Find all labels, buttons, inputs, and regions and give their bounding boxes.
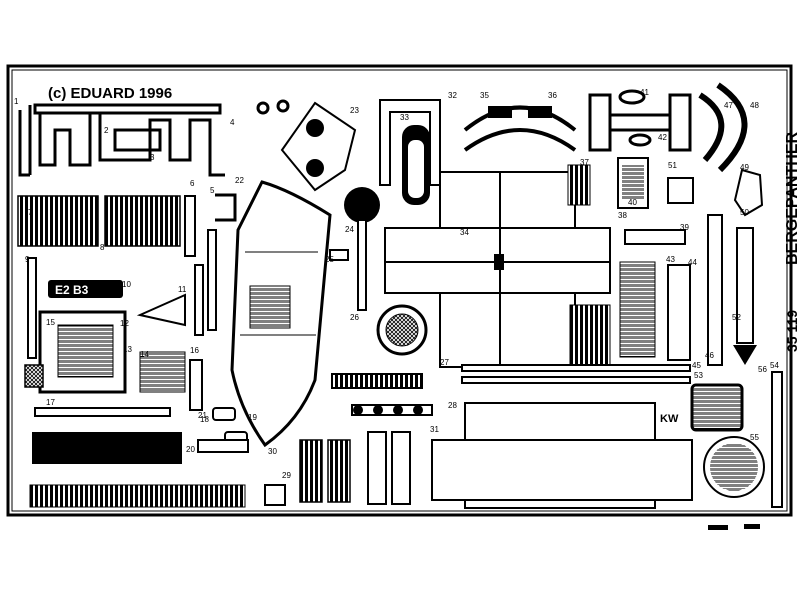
part-number-45: 45 (692, 361, 701, 370)
part-number-39: 39 (680, 223, 689, 232)
part-mesh-small (24, 364, 44, 388)
part-number-43: 43 (666, 255, 675, 264)
part-number-6: 6 (190, 179, 195, 188)
part-number-54: 54 (770, 361, 779, 370)
part-grille-right (567, 157, 694, 366)
part-number-15: 15 (46, 318, 55, 327)
part-number-30: 30 (268, 447, 277, 456)
part-number-52: 52 (732, 313, 741, 322)
part-number-20: 20 (186, 445, 195, 454)
part-number-23: 23 (350, 106, 359, 115)
part-number-56: 56 (758, 365, 767, 374)
sprue-gates (708, 524, 760, 530)
part-number-26: 26 (350, 313, 359, 322)
part-number-34: 34 (460, 228, 469, 237)
part-tall-lower (264, 431, 411, 506)
part-number-16: 16 (190, 346, 199, 355)
part-rails (331, 364, 691, 389)
kit-number: 35 119 (784, 310, 800, 352)
part-number-11: 11 (178, 285, 187, 294)
part-number-7: 7 (28, 208, 33, 217)
part-number-25: 25 (325, 255, 334, 264)
part-grille-left-1 (17, 195, 99, 247)
part-number-36: 36 (548, 91, 557, 100)
part-disc-stick (329, 187, 380, 311)
kw-marking: KW (660, 413, 679, 425)
part-number-27: 27 (440, 358, 449, 367)
part-number-22: 22 (235, 176, 244, 185)
part-strips-right (624, 214, 723, 366)
part-large-plate (384, 171, 611, 368)
part-number-13: 13 (123, 345, 132, 354)
part-number-53: 53 (694, 371, 703, 380)
part-number-24: 24 (345, 225, 354, 234)
part-square-panel (38, 310, 127, 394)
part-curved-brackets (463, 105, 577, 152)
part-number-14: 14 (140, 350, 149, 359)
part-number-29: 29 (282, 471, 291, 480)
part-cross-bracket (588, 89, 692, 152)
part-number-42: 42 (658, 133, 667, 142)
part-number-5: 5 (210, 186, 215, 195)
kit-title: BERGEPANTHER (784, 132, 800, 265)
svg-text:E2 B3: E2 B3 (55, 283, 89, 297)
part-strip-2 (189, 359, 203, 411)
part-bracket-top-left (18, 103, 225, 177)
part-number-55: 55 (750, 433, 759, 442)
part-arc-brackets (698, 82, 748, 173)
part-number-28: 28 (448, 401, 457, 410)
part-number-33: 33 (400, 113, 409, 122)
part-rings (256, 99, 290, 115)
part-number-21: 21 (198, 411, 207, 420)
part-number-44: 44 (688, 258, 697, 267)
part-curved-shield (230, 180, 332, 448)
copyright-label: (c) EDUARD 1996 (48, 85, 172, 102)
part-number-31: 31 (430, 425, 439, 434)
part-number-2: 2 (104, 126, 109, 135)
part-number-46: 46 (705, 351, 714, 360)
part-tow-bar (733, 227, 757, 365)
part-strip-1 (184, 195, 196, 257)
part-number-18: 18 (200, 415, 209, 424)
part-triangle (136, 293, 186, 327)
part-strip-group-left (27, 229, 217, 359)
part-number-17: 17 (46, 398, 55, 407)
part-number-41: 41 (640, 88, 649, 97)
part-number-10: 10 (122, 280, 131, 289)
part-hatch-disc (703, 436, 765, 498)
part-hatched-block (139, 351, 186, 393)
part-number-32: 32 (448, 91, 457, 100)
part-number-51: 51 (668, 161, 677, 170)
part-number-9: 9 (25, 255, 30, 264)
part-number-49: 49 (740, 163, 749, 172)
part-number-48: 48 (750, 101, 759, 110)
part-number-19: 19 (248, 413, 257, 422)
part-channel (379, 99, 441, 205)
part-number-35: 35 (480, 91, 489, 100)
part-long-bars (29, 407, 246, 508)
part-small-pads (197, 407, 249, 453)
part-number-37: 37 (580, 158, 589, 167)
part-number-4: 4 (230, 118, 235, 127)
part-number-1: 1 (14, 97, 19, 106)
part-round-grille (376, 304, 428, 356)
part-frame-right (690, 383, 744, 432)
part-diamond-plate (280, 101, 357, 192)
part-number-12: 12 (120, 319, 129, 328)
part-number-3: 3 (150, 153, 155, 162)
part-logo-plate: E2 B3 (48, 280, 123, 298)
part-number-50: 50 (740, 208, 749, 217)
part-clips-row (351, 404, 433, 416)
part-hex-plate (733, 168, 764, 217)
part-number-40: 40 (628, 198, 637, 207)
part-number-38: 38 (618, 211, 627, 220)
part-small-bracket (215, 193, 237, 222)
part-lower-plate (431, 402, 693, 509)
part-number-8: 8 (100, 243, 105, 252)
part-strip-far-right (771, 371, 783, 508)
part-grille-left-2 (104, 195, 181, 247)
part-number-47: 47 (724, 101, 733, 110)
